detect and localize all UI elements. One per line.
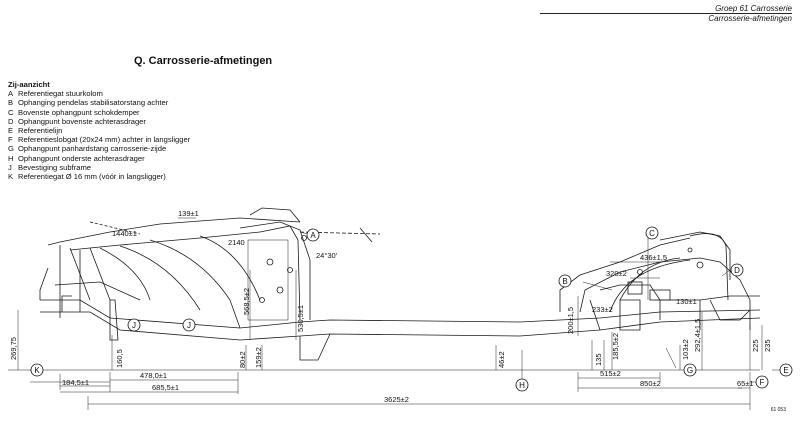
legend-item: H Ophangpunt onderste achterasdrager <box>8 154 190 163</box>
dim-label: 2140 <box>228 238 245 247</box>
callout-j-left: J <box>127 318 141 332</box>
svg-text:K: K <box>34 366 40 375</box>
svg-text:J: J <box>187 321 191 330</box>
legend-text: Bevestiging subframe <box>18 162 92 172</box>
svg-text:H: H <box>519 381 525 390</box>
legend-text: Referentieslobgat (20x24 mm) achter in l… <box>18 135 191 145</box>
legend-text: Referentiegat Ø 16 mm (vóór in langsligg… <box>18 172 166 182</box>
dim-label: 1440±1 <box>112 229 137 238</box>
svg-text:C: C <box>649 229 655 238</box>
header: Groep 61 Carrosserie Carrosserie-afmetin… <box>708 4 792 24</box>
legend-heading: Zij-aanzicht <box>8 80 50 89</box>
legend-item: G Ophangpunt panhardstang carrosserie-zij… <box>8 144 190 153</box>
legend-text: Referentielijn <box>18 126 63 136</box>
legend-item: B Ophanging pendelas stabilisatorstang ac… <box>8 98 190 107</box>
car-body-structure <box>8 207 761 371</box>
svg-text:D: D <box>734 266 740 275</box>
legend-text: Ophanging pendelas stabilisatorstang ach… <box>18 98 169 108</box>
legend-key: A <box>8 89 14 99</box>
header-rule <box>540 13 792 14</box>
dim-label: 530,5±1 <box>296 305 305 332</box>
reference-callouts: A B C D E F G H <box>30 226 793 392</box>
dimension-lines <box>17 217 780 410</box>
callout-e: E <box>779 363 793 377</box>
dim-label: 159±2 <box>254 347 263 368</box>
legend-item: A Referentiegat stuurkolom <box>8 89 190 98</box>
dim-label: 80±2 <box>238 351 247 368</box>
legend-item: D Ophangpunt bovenste achterasdrager <box>8 117 190 126</box>
legend-key: D <box>8 116 14 126</box>
dim-label: 185,5±2 <box>611 333 620 360</box>
svg-text:E: E <box>783 366 788 375</box>
dim-label: 515±2 <box>600 369 621 378</box>
svg-text:A: A <box>310 231 316 240</box>
dim-label: 292,4±1,5 <box>693 319 702 352</box>
callout-h: H <box>515 378 529 392</box>
dim-label: 184,5±1 <box>62 378 89 387</box>
callout-f: F <box>755 375 769 389</box>
callout-d: D <box>730 263 744 277</box>
dim-label: 568,5±2 <box>242 288 251 315</box>
svg-text:G: G <box>687 366 693 375</box>
dim-label: 225 <box>751 339 760 352</box>
dim-label: 24°30' <box>316 251 338 260</box>
legend-key: H <box>8 153 14 163</box>
legend-key: G <box>8 144 14 154</box>
dim-label: 135 <box>594 353 603 366</box>
legend-key: C <box>8 107 14 117</box>
dim-label: 103±2 <box>681 339 690 360</box>
legend: Zij-aanzicht A Referentiegat stuurkolom B… <box>8 80 190 181</box>
legend-key: B <box>8 98 14 108</box>
header-section: Carrosserie-afmetingen <box>708 14 792 23</box>
legend-key: K <box>8 172 14 182</box>
legend-text: Ophangpunt panhardstang carrosserie-zijd… <box>18 144 167 154</box>
legend-key: E <box>8 126 14 136</box>
header-group: Groep 61 Carrosserie <box>715 4 792 13</box>
legend-text: Referentiegat stuurkolom <box>18 89 103 99</box>
callout-g: G <box>683 363 697 377</box>
legend-key: F <box>8 135 13 145</box>
svg-text:F: F <box>760 378 765 387</box>
dim-label: 139±1 <box>178 209 199 218</box>
dim-label: 65±1 <box>737 379 754 388</box>
legend-item: F Referentieslobgat (20x24 mm) achter in … <box>8 135 190 144</box>
dim-label: 436±1,5 <box>640 253 667 262</box>
legend-text: Ophangpunt onderste achterasdrager <box>18 153 145 163</box>
legend-key: J <box>8 162 12 172</box>
dim-label: 478,0±1 <box>140 371 167 380</box>
dim-label: 46±2 <box>497 351 506 368</box>
page-title: Q. Carrosserie-afmetingen <box>134 55 273 67</box>
dim-label: 320±2 <box>606 269 627 278</box>
dim-label: 233±2 <box>592 305 613 314</box>
legend-item: C Bovenste ophangpunt schokdemper <box>8 108 190 117</box>
callout-a: A <box>306 228 320 242</box>
dim-label: 3625±2 <box>384 395 409 404</box>
figure-code: 61 053 <box>770 407 786 413</box>
legend-item: E Referentielijn <box>8 126 190 135</box>
dim-label: 235 <box>763 339 772 352</box>
svg-text:B: B <box>562 277 567 286</box>
dim-label: 200±1,5 <box>566 307 575 334</box>
dim-label: 685,5±1 <box>152 383 179 392</box>
dim-label: 160,5 <box>115 349 124 368</box>
callout-j-right: J <box>182 318 196 332</box>
dim-label: 850±2 <box>640 379 661 388</box>
legend-text: Bovenste ophangpunt schokdemper <box>18 107 140 117</box>
legend-text: Ophangpunt bovenste achterasdrager <box>18 116 146 126</box>
callout-c: C <box>645 226 659 240</box>
legend-item: K Referentiegat Ø 16 mm (vóór in langslig… <box>8 172 190 181</box>
dimension-labels: 1440±1 139±1 2140 24°30' 568,5±2 530,5±1… <box>9 209 772 404</box>
dim-label: 269,75 <box>9 337 18 360</box>
svg-text:J: J <box>132 321 136 330</box>
callout-b: B <box>558 274 572 288</box>
dim-label: 130±1 <box>676 297 697 306</box>
callout-k: K <box>30 363 44 377</box>
legend-item: J Bevestiging subframe <box>8 163 190 172</box>
